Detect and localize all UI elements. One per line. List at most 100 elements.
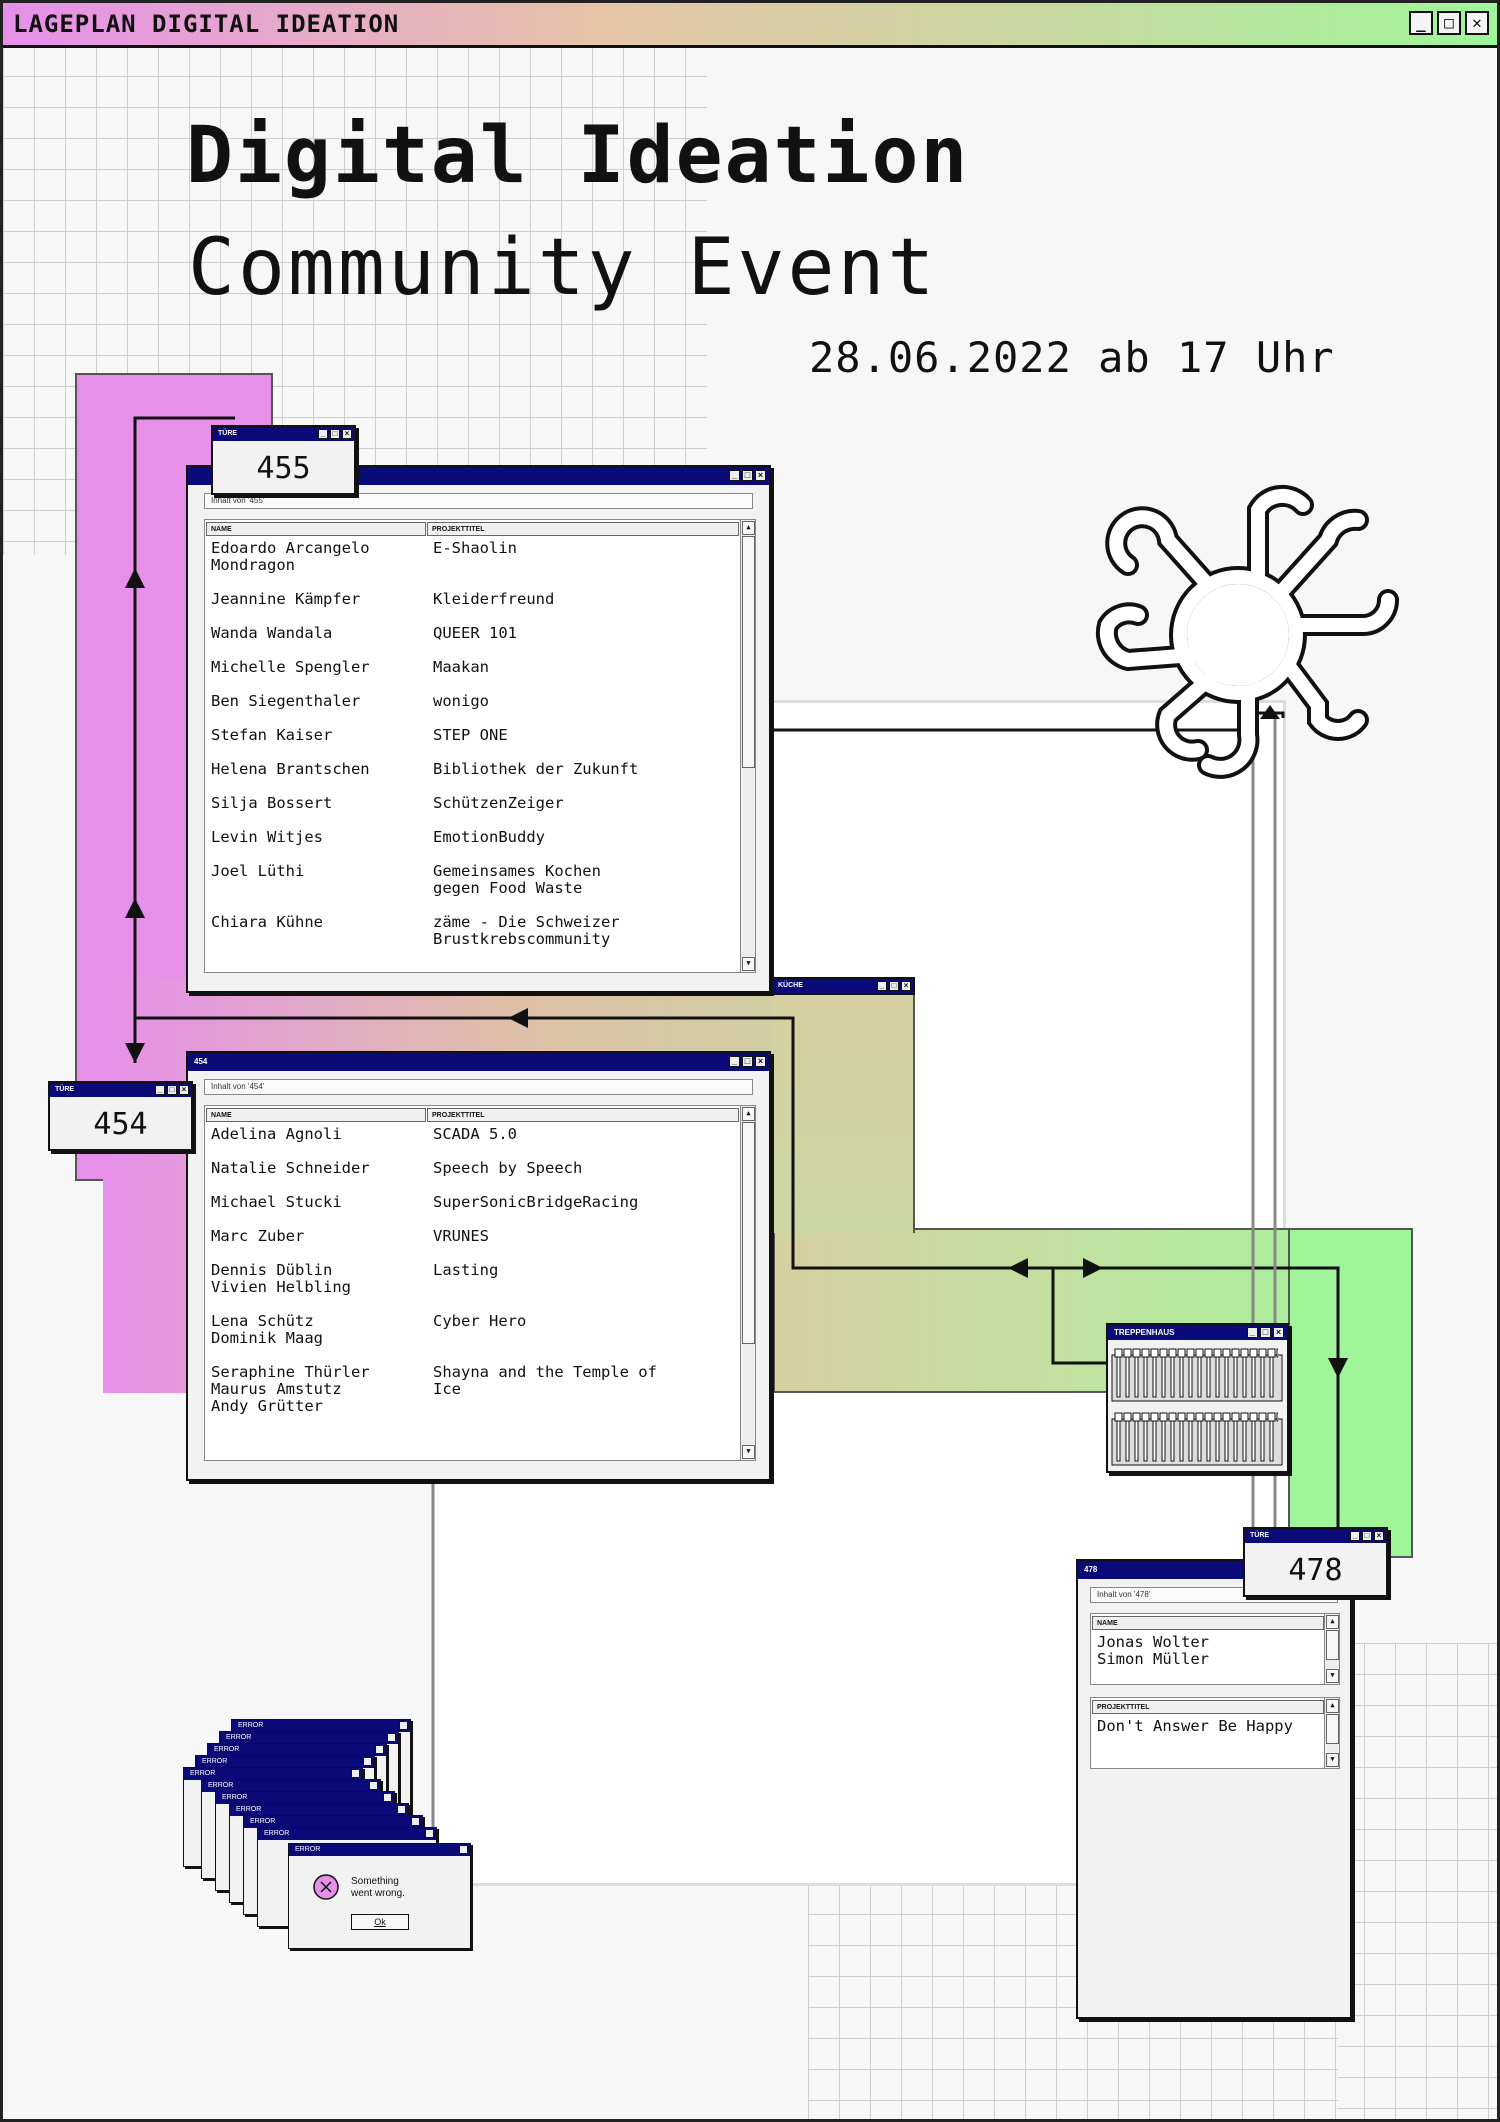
column-header-project[interactable]: PROJEKTTITEL — [1092, 1700, 1324, 1714]
list-item-project: STEP ONE — [433, 726, 508, 744]
door-454-badge[interactable]: TÜRE _□× 454 — [48, 1081, 193, 1151]
column-header-name[interactable]: NAME — [206, 1108, 426, 1122]
error-titlebar[interactable]: ERROR — [289, 1844, 470, 1856]
error-dialog[interactable]: ERROR Something went wrong. Ok — [288, 1843, 471, 1949]
close-icon[interactable]: × — [755, 1056, 766, 1067]
close-icon[interactable] — [375, 1745, 384, 1754]
column-header-name[interactable]: NAME — [206, 522, 426, 536]
list-item-name: Dennis Düblin Vivien Helbling — [211, 1261, 351, 1296]
minimize-icon[interactable]: _ — [729, 470, 740, 481]
room-455-list[interactable]: NAME PROJEKTTITEL Edoardo Arcangelo Mond… — [204, 519, 756, 973]
octopus-logo — [1095, 484, 1399, 779]
minimize-icon[interactable]: _ — [318, 429, 328, 439]
maximize-icon[interactable]: □ — [167, 1085, 177, 1095]
scroll-down-icon[interactable]: ▼ — [742, 1445, 755, 1459]
list-item-name: Chiara Kühne — [211, 913, 323, 931]
door-455-badge[interactable]: TÜRE _□× 455 — [211, 425, 356, 495]
scroll-up-icon[interactable]: ▲ — [742, 1107, 755, 1121]
room-454-window[interactable]: 454 _□× Inhalt von '454' NAME PROJEKTTIT… — [186, 1051, 771, 1481]
close-icon[interactable] — [369, 1781, 378, 1790]
close-icon[interactable]: × — [1273, 1327, 1284, 1338]
maximize-icon[interactable]: □ — [1260, 1327, 1271, 1338]
scroll-up-icon[interactable]: ▲ — [1326, 1699, 1339, 1713]
scroll-up-icon[interactable]: ▲ — [742, 521, 755, 535]
minimize-icon[interactable]: _ — [729, 1056, 740, 1067]
error-titlebar[interactable]: ERROR — [196, 1756, 374, 1768]
scroll-thumb[interactable] — [742, 536, 755, 768]
list-item-project: Kleiderfreund — [433, 590, 555, 608]
close-icon[interactable]: ✕ — [1465, 11, 1489, 35]
error-titlebar[interactable]: ERROR — [220, 1732, 398, 1744]
scroll-up-icon[interactable]: ▲ — [1326, 1615, 1339, 1629]
list-item-project: Shayna and the Temple of Ice — [433, 1363, 657, 1398]
list-item-project: EmotionBuddy — [433, 828, 545, 846]
list-item-name: Helena Brantschen — [211, 760, 370, 778]
close-icon[interactable]: × — [342, 429, 352, 439]
room-478-names[interactable]: NAME Jonas Wolter Simon Müller ▲▼ — [1090, 1613, 1340, 1685]
names-text: Jonas Wolter Simon Müller — [1097, 1633, 1209, 1668]
stairs-window[interactable]: TREPPENHAUS _□× — [1106, 1323, 1289, 1473]
minimize-icon[interactable]: _ — [1409, 11, 1433, 35]
maximize-icon[interactable]: □ — [1362, 1531, 1372, 1541]
scrollbar[interactable]: ▲▼ — [1324, 1698, 1339, 1768]
list-item-project: Maakan — [433, 658, 489, 676]
close-icon[interactable] — [399, 1721, 408, 1730]
close-icon[interactable]: × — [755, 470, 766, 481]
close-icon[interactable] — [351, 1769, 360, 1778]
close-icon[interactable]: × — [1374, 1531, 1384, 1541]
list-item-project: SuperSonicBridgeRacing — [433, 1193, 639, 1211]
scrollbar[interactable]: ▲ ▼ — [740, 1106, 755, 1460]
error-titlebar[interactable]: ERROR — [184, 1768, 362, 1780]
minimize-icon[interactable]: _ — [877, 981, 887, 991]
error-titlebar[interactable]: ERROR — [258, 1828, 436, 1840]
error-message: Something went wrong. — [351, 1876, 405, 1899]
scrollbar[interactable]: ▲ ▼ — [740, 520, 755, 972]
room-478-window[interactable]: 478 Inhalt von '478' NAME Jonas Wolter S… — [1076, 1559, 1352, 2019]
column-header-name[interactable]: NAME — [1092, 1616, 1324, 1630]
kitchen-window[interactable]: KÜCHE _□× — [771, 977, 915, 995]
maximize-icon[interactable]: □ — [330, 429, 340, 439]
close-icon[interactable] — [425, 1829, 434, 1838]
close-icon[interactable] — [363, 1757, 372, 1766]
room-454-titlebar[interactable]: 454 _□× — [188, 1053, 769, 1071]
error-titlebar[interactable]: ERROR — [216, 1792, 394, 1804]
minimize-icon[interactable]: _ — [155, 1085, 165, 1095]
scrollbar[interactable]: ▲▼ — [1324, 1614, 1339, 1684]
page-title: Digital Ideation — [186, 111, 970, 201]
close-icon[interactable] — [411, 1817, 420, 1826]
close-icon[interactable]: × — [901, 981, 911, 991]
maximize-icon[interactable]: □ — [889, 981, 899, 991]
room-455-window[interactable]: _□× Inhalt von '455' NAME PROJEKTTITEL E… — [186, 465, 771, 993]
close-icon[interactable] — [459, 1845, 468, 1854]
close-icon[interactable] — [383, 1793, 392, 1802]
event-date: 28.06.2022 ab 17 Uhr — [809, 333, 1335, 382]
error-titlebar[interactable]: ERROR — [230, 1804, 408, 1816]
error-titlebar[interactable]: ERROR — [232, 1720, 410, 1732]
scroll-down-icon[interactable]: ▼ — [742, 957, 755, 971]
scroll-thumb[interactable] — [742, 1122, 755, 1344]
column-header-project[interactable]: PROJEKTTITEL — [427, 522, 739, 536]
window-title: 478 — [1084, 1565, 1098, 1574]
error-titlebar[interactable]: ERROR — [208, 1744, 386, 1756]
minimize-icon[interactable]: _ — [1350, 1531, 1360, 1541]
error-titlebar[interactable]: ERROR — [244, 1816, 422, 1828]
close-icon[interactable] — [397, 1805, 406, 1814]
room-478-project[interactable]: PROJEKTTITEL Don't Answer Be Happy ▲▼ — [1090, 1697, 1340, 1769]
scroll-thumb[interactable] — [1326, 1630, 1339, 1660]
maximize-icon[interactable]: □ — [1437, 11, 1461, 35]
stairs-titlebar[interactable]: TREPPENHAUS _□× — [1108, 1325, 1287, 1340]
door-478-badge[interactable]: TÜRE _□× 478 — [1243, 1527, 1388, 1597]
scroll-thumb[interactable] — [1326, 1714, 1339, 1744]
close-icon[interactable]: × — [179, 1085, 189, 1095]
close-icon[interactable] — [387, 1733, 396, 1742]
scroll-down-icon[interactable]: ▼ — [1326, 1669, 1339, 1683]
maximize-icon[interactable]: □ — [742, 470, 753, 481]
door-number: 454 — [93, 1107, 148, 1142]
scroll-down-icon[interactable]: ▼ — [1326, 1753, 1339, 1767]
minimize-icon[interactable]: _ — [1247, 1327, 1258, 1338]
error-ok-button[interactable]: Ok — [351, 1914, 409, 1930]
maximize-icon[interactable]: □ — [742, 1056, 753, 1067]
column-header-project[interactable]: PROJEKTTITEL — [427, 1108, 739, 1122]
error-titlebar[interactable]: ERROR — [202, 1780, 380, 1792]
